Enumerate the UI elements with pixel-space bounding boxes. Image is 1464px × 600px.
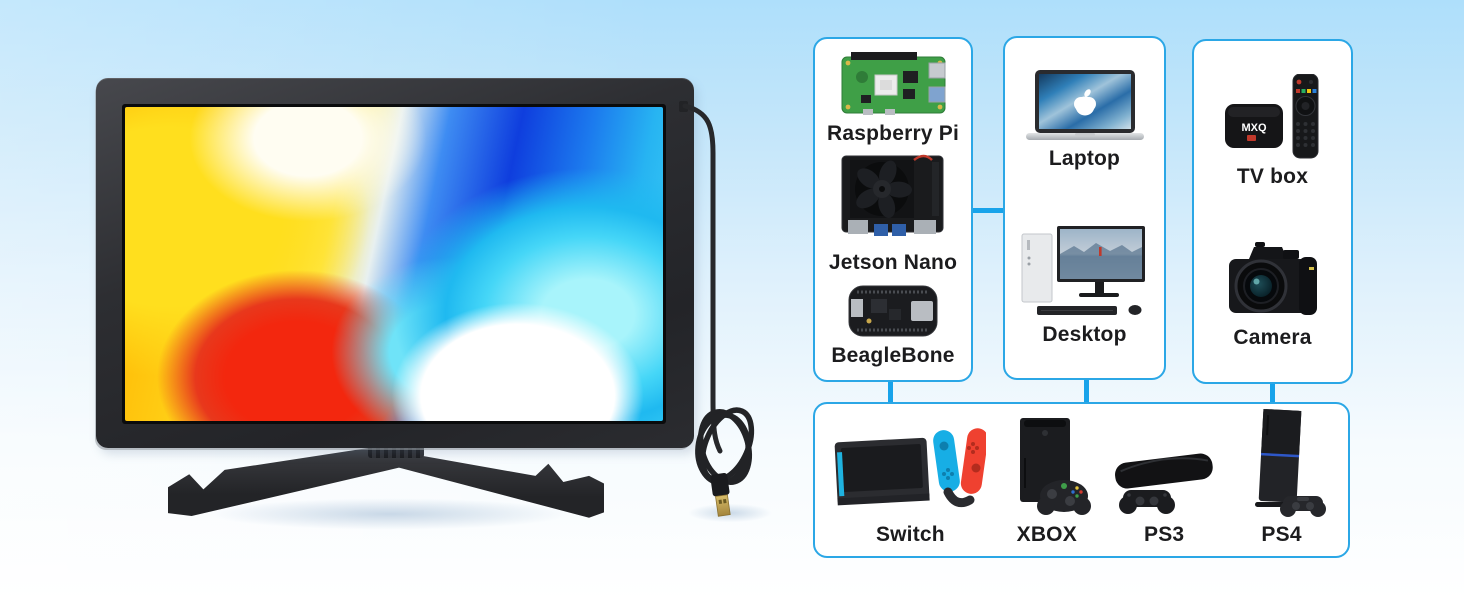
ps4-controller-icon bbox=[1279, 495, 1326, 517]
raspberry-pi-image bbox=[841, 52, 945, 116]
device-group-computers: Laptop bbox=[1003, 36, 1166, 380]
ps4-image bbox=[1254, 408, 1326, 517]
joycon-grip-icon bbox=[933, 428, 987, 508]
device-label: PS3 bbox=[1144, 522, 1185, 546]
connector-media-consoles bbox=[1270, 382, 1275, 403]
device-label: XBOX bbox=[1016, 522, 1077, 546]
monitor-screen bbox=[122, 104, 666, 424]
device-label: Switch bbox=[875, 522, 945, 546]
remote-control-icon bbox=[1292, 73, 1318, 159]
device-label: Jetson Nano bbox=[828, 251, 958, 275]
camera-image bbox=[1228, 242, 1317, 316]
device-label: Camera bbox=[1233, 326, 1312, 350]
list-item: MXQ TV box bbox=[1224, 73, 1321, 188]
connector-computers-consoles bbox=[1084, 378, 1089, 403]
apple-logo-icon bbox=[1073, 89, 1096, 116]
connector-sbc-consoles bbox=[888, 380, 893, 403]
jetson-nano-image bbox=[841, 155, 944, 237]
ps3-image bbox=[1115, 453, 1213, 514]
list-item: PS3 bbox=[1107, 436, 1221, 546]
device-label: Raspberry Pi bbox=[827, 122, 959, 146]
list-item: Camera bbox=[1225, 237, 1321, 349]
xbox-controller-icon bbox=[1036, 479, 1091, 515]
abstract-wallpaper bbox=[125, 107, 663, 421]
device-group-consoles: Switch XBOX bbox=[813, 402, 1350, 558]
usb-a-connector bbox=[710, 473, 731, 517]
list-item: Laptop bbox=[1025, 69, 1144, 170]
nintendo-switch-image bbox=[835, 428, 987, 508]
list-item: Switch bbox=[834, 422, 987, 546]
portable-monitor bbox=[96, 78, 694, 448]
list-item: BeagleBone bbox=[831, 283, 954, 367]
list-item: PS4 bbox=[1235, 408, 1329, 546]
device-label: PS4 bbox=[1261, 522, 1302, 546]
usb-cable bbox=[679, 101, 755, 517]
tv-box-logo: MXQ bbox=[1241, 122, 1267, 134]
desktop-image bbox=[1021, 225, 1145, 315]
xbox-image bbox=[1019, 417, 1091, 515]
device-group-sbc: Raspberry Pi bbox=[813, 37, 973, 382]
device-group-media: MXQ TV box bbox=[1192, 39, 1353, 384]
ps3-controller-icon bbox=[1119, 489, 1176, 514]
device-label: TV box bbox=[1236, 164, 1309, 188]
connector-sbc-computers bbox=[971, 208, 1005, 213]
tv-box-image: MXQ bbox=[1224, 73, 1318, 159]
list-item: Raspberry Pi bbox=[827, 51, 959, 145]
list-item: Jetson Nano bbox=[829, 154, 957, 274]
list-item: XBOX bbox=[1000, 417, 1094, 546]
device-label: Laptop bbox=[1048, 146, 1121, 170]
device-label: BeagleBone bbox=[831, 344, 955, 368]
list-item: Desktop bbox=[1021, 218, 1149, 346]
device-label: Desktop bbox=[1042, 322, 1127, 346]
laptop-image bbox=[1025, 69, 1144, 140]
beaglebone-image bbox=[848, 285, 938, 337]
